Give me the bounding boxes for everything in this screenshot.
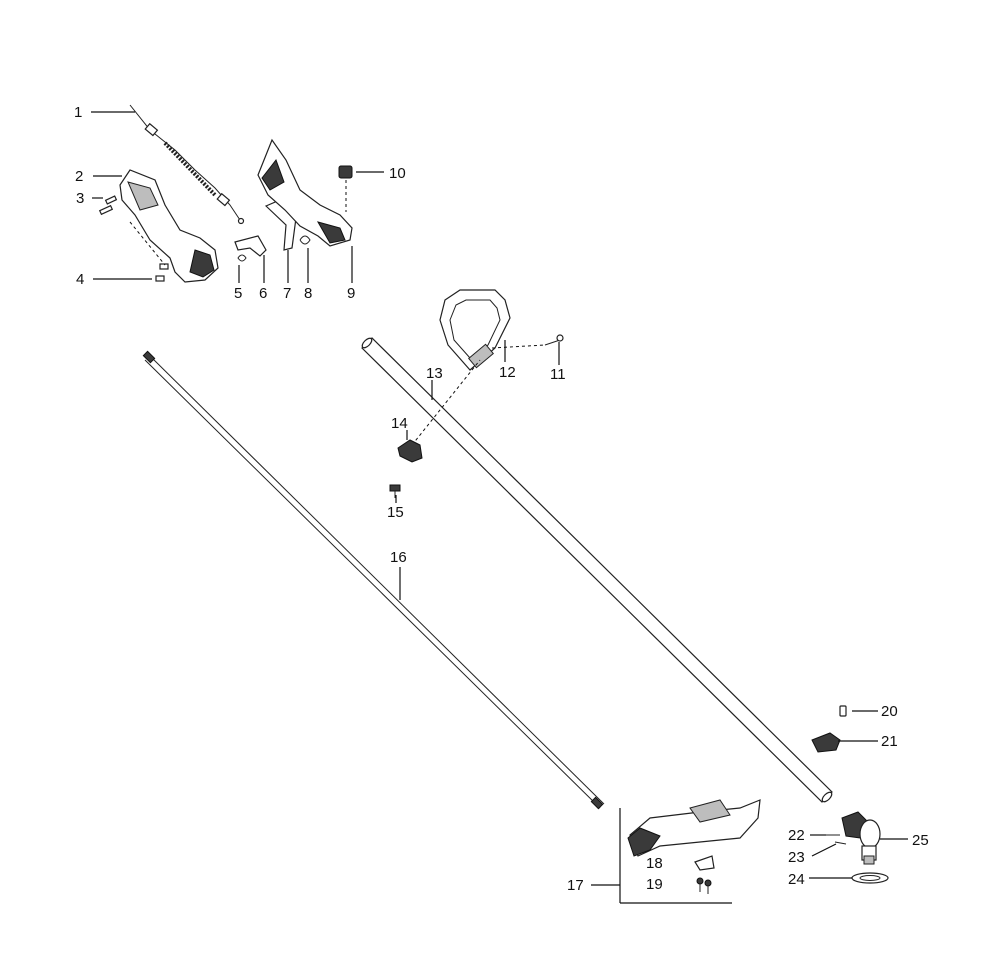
part-13-shaft-tube	[361, 337, 833, 803]
callout-7: 7	[283, 285, 291, 302]
part-24-washer	[851, 872, 889, 884]
part-6-trigger	[234, 235, 267, 257]
callout-8: 8	[304, 285, 312, 302]
leader-lines	[91, 111, 908, 904]
part-14-clamp	[397, 439, 423, 463]
callout-22: 22	[788, 827, 805, 844]
part-3-screw	[98, 195, 118, 216]
callout-20: 20	[881, 703, 898, 720]
part-1-throttle-cable	[129, 104, 245, 225]
callout-19: 19	[646, 876, 663, 893]
callout-1: 1	[74, 104, 82, 121]
part-2-handle-housing	[119, 169, 219, 283]
callout-11: 11	[550, 366, 566, 383]
part-23-screw	[834, 841, 847, 845]
callout-6: 6	[259, 285, 267, 302]
callout-15: 15	[387, 504, 404, 521]
part-16-drive-shaft	[142, 350, 605, 810]
part-15-screw	[389, 484, 401, 498]
callout-24: 24	[788, 871, 805, 888]
part-18-bracket	[694, 855, 715, 871]
part-20-screw	[839, 705, 847, 717]
part-10-switch	[338, 165, 353, 179]
callout-21: 21	[881, 733, 898, 750]
part-4-screw	[155, 263, 169, 282]
callout-13: 13	[426, 365, 443, 382]
callout-23: 23	[788, 849, 805, 866]
callout-16: 16	[390, 549, 407, 566]
part-21-clamp	[811, 732, 841, 753]
part-19-screws	[696, 877, 712, 894]
part-17-guard	[627, 799, 761, 857]
callout-12: 12	[499, 364, 516, 381]
part-8-spring	[299, 235, 311, 245]
part-12-loop-handle	[439, 289, 511, 371]
callout-10: 10	[389, 165, 406, 182]
callout-5: 5	[234, 285, 242, 302]
part-9-handle-half	[257, 138, 353, 247]
callout-labels: 1 2 3 4 5 6 7 8 9 10 11 12 13 14 15 16 1…	[74, 104, 929, 894]
callout-2: 2	[75, 168, 83, 185]
part-11-knob-screw	[544, 334, 564, 346]
part-25-gearhead	[841, 811, 881, 865]
callout-4: 4	[76, 271, 84, 288]
callout-14: 14	[391, 415, 408, 432]
callout-3: 3	[76, 190, 84, 207]
callout-17: 17	[567, 877, 584, 894]
part-5-spring	[237, 254, 247, 262]
callout-18: 18	[646, 855, 663, 872]
callout-9: 9	[347, 285, 355, 302]
callout-25: 25	[912, 832, 929, 849]
